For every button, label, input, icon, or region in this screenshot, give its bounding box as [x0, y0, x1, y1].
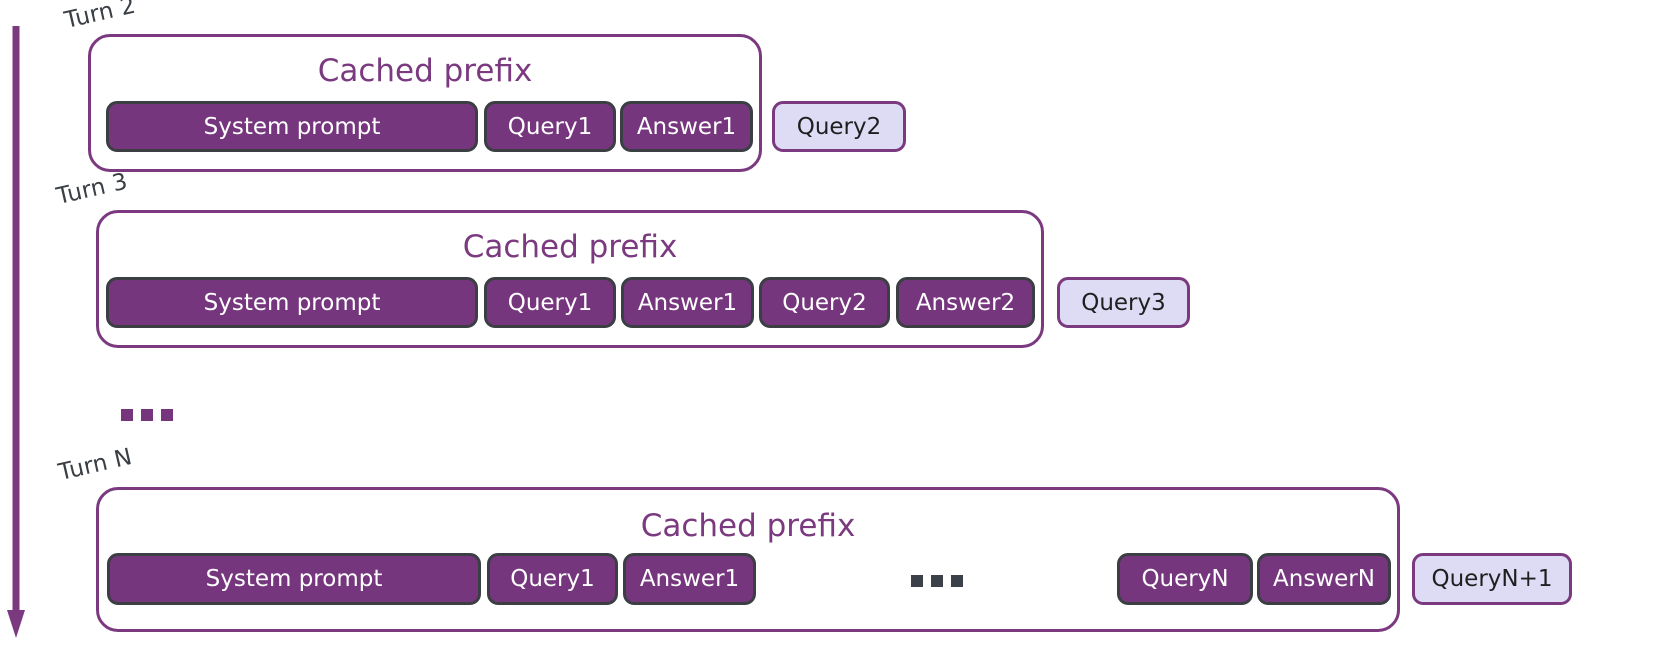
chip-pending-query2-row-1[interactable]: Query2 [772, 101, 906, 152]
chip-answer1-row-2[interactable]: Answer1 [621, 277, 754, 328]
timeline-down-arrow-icon [7, 26, 25, 638]
chip-pending-queryN-plus-1-row-3[interactable]: QueryN+1 [1412, 553, 1572, 605]
chip-query1-row-3[interactable]: Query1 [487, 553, 618, 605]
chip-system-prompt-row-3[interactable]: System prompt [107, 553, 481, 605]
rows-ellipsis [121, 409, 173, 421]
chip-answerN-row-3[interactable]: AnswerN [1257, 553, 1391, 605]
ellipsis-dot [141, 409, 153, 421]
cached-prefix-title-row-2: Cached prefix [462, 229, 678, 265]
ellipsis-dot [931, 575, 943, 587]
chip-query2-row-2[interactable]: Query2 [759, 277, 890, 328]
turn-label-row-1: Turn 2 [62, 0, 139, 35]
cached-prefix-title-row-3: Cached prefix [640, 508, 856, 544]
chip-answer1-row-3[interactable]: Answer1 [623, 553, 756, 605]
ellipsis-dot [161, 409, 173, 421]
chip-system-prompt-row-2[interactable]: System prompt [106, 277, 478, 328]
chip-system-prompt-row-1[interactable]: System prompt [106, 101, 478, 152]
chip-query1-row-2[interactable]: Query1 [484, 277, 616, 328]
turn-label-row-3: Turn N [56, 443, 135, 486]
chip-answer2-row-2[interactable]: Answer2 [896, 277, 1035, 328]
chip-query1-row-1[interactable]: Query1 [484, 101, 616, 152]
ellipsis-dot [911, 575, 923, 587]
ellipsis-dot [121, 409, 133, 421]
chip-queryN-row-3[interactable]: QueryN [1117, 553, 1253, 605]
chip-answer1-row-1[interactable]: Answer1 [620, 101, 753, 152]
turn-label-row-2: Turn 3 [54, 168, 131, 210]
chip-pending-query3-row-2[interactable]: Query3 [1057, 277, 1190, 328]
inner-ellipsis-row-3 [911, 575, 963, 587]
cached-prefix-title-row-1: Cached prefix [317, 53, 533, 89]
ellipsis-dot [951, 575, 963, 587]
